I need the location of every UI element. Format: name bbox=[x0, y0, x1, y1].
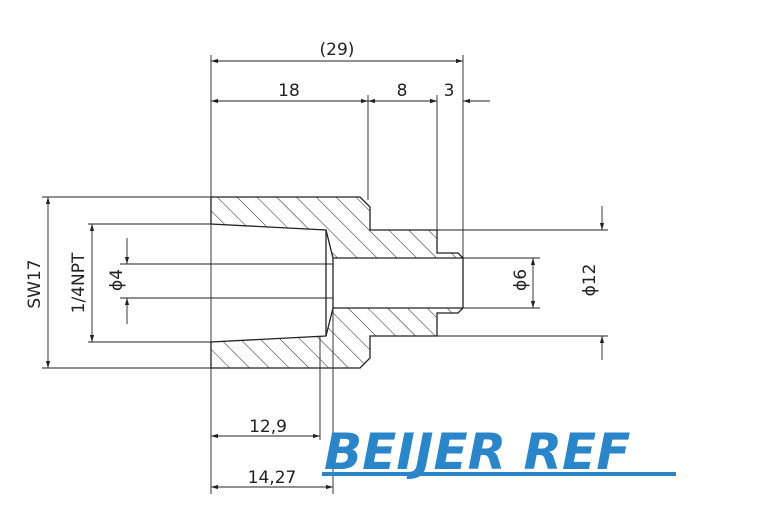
dim-length-c: 3 bbox=[444, 81, 455, 101]
dim-outer-pin: ϕ12 bbox=[580, 264, 600, 297]
dim-bore-pin: ϕ6 bbox=[511, 269, 531, 291]
dim-total-length: (29) bbox=[320, 40, 355, 60]
dim-bore-small: ϕ4 bbox=[107, 269, 127, 291]
dim-length-b: 8 bbox=[397, 81, 408, 101]
dim-thread: 1/4NPT bbox=[69, 252, 89, 313]
dimension-lines bbox=[45, 58, 605, 490]
beijer-ref-logo: BEIJER REF bbox=[322, 423, 676, 481]
dim-depth-b: 14,27 bbox=[248, 468, 297, 488]
dim-wrench-size: SW17 bbox=[25, 259, 45, 308]
dim-depth-a: 12,9 bbox=[249, 417, 287, 437]
part-section bbox=[210, 196, 465, 369]
dim-length-a: 18 bbox=[278, 81, 300, 101]
extension-lines bbox=[42, 55, 608, 494]
svg-text:BEIJER REF: BEIJER REF bbox=[324, 423, 630, 481]
